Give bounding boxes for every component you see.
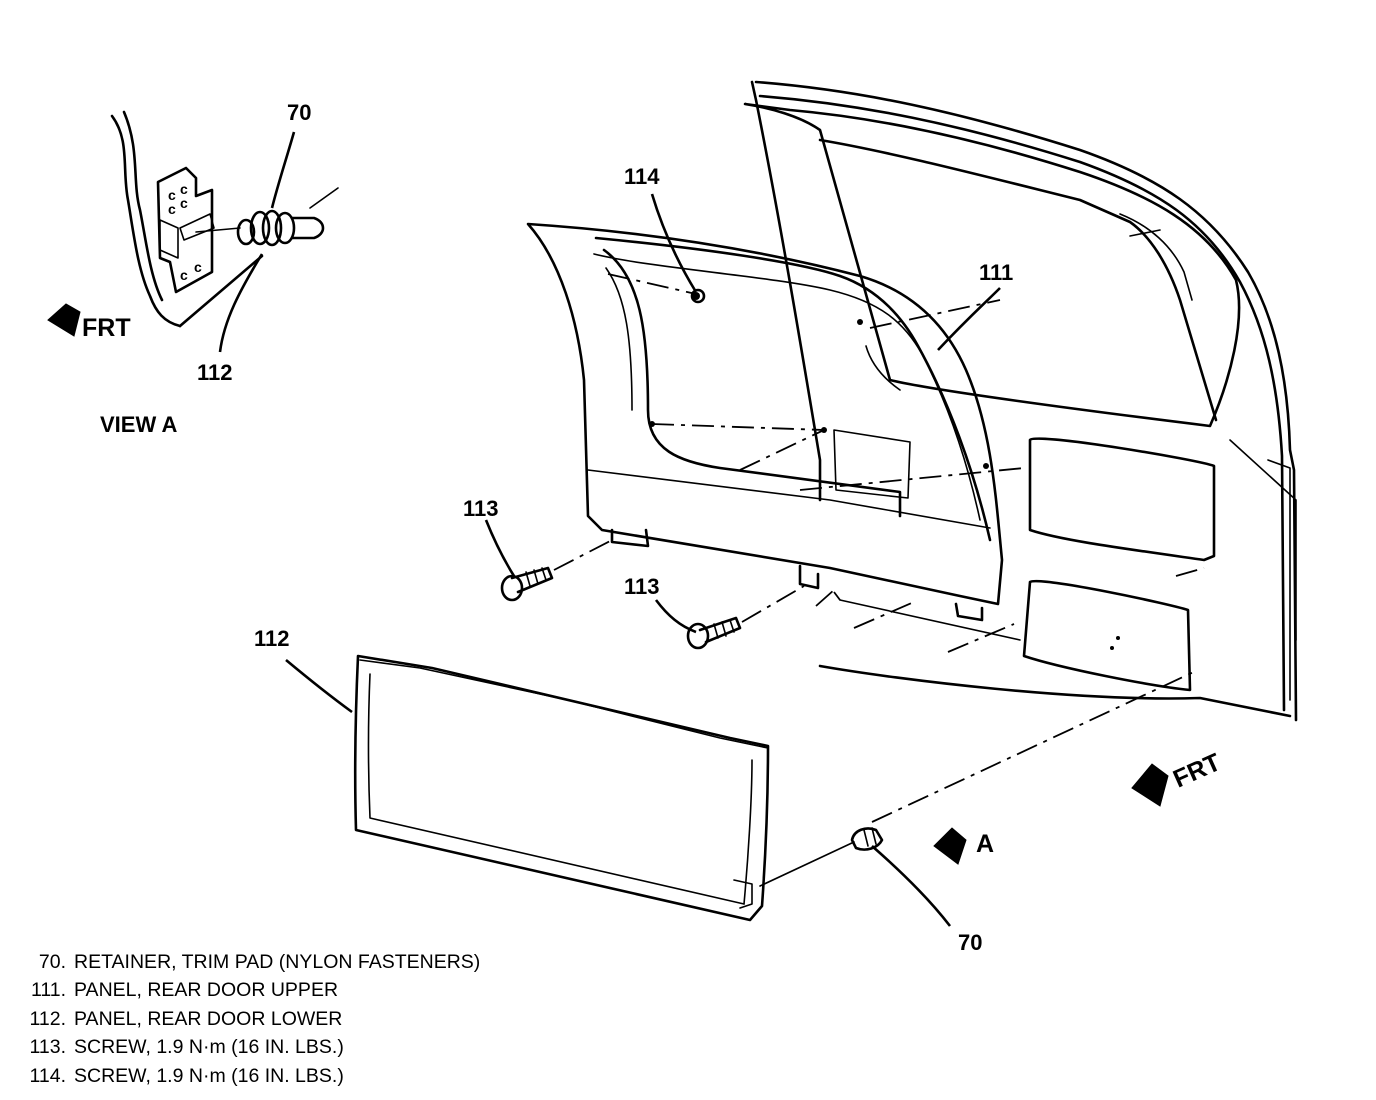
view-a-label: VIEW A xyxy=(100,412,178,437)
arrow-icon xyxy=(933,827,967,865)
leader-113-center xyxy=(654,599,697,634)
arrow-icon xyxy=(47,303,81,337)
callout-70-detail: 70 xyxy=(287,100,311,125)
legend-number: 111. xyxy=(30,979,66,1002)
legend-item: 113. SCREW, 1.9 N·m (16 IN. LBS.) xyxy=(14,1033,480,1061)
view-a-arrow: A xyxy=(933,827,994,865)
rear-door-inner-frame xyxy=(743,80,1298,722)
front-arrow-main: FRT xyxy=(1131,748,1225,807)
legend-text: SCREW, 1.9 N·m (16 IN. LBS.) xyxy=(74,1064,344,1087)
arrow-icon xyxy=(1131,763,1169,807)
screw-113-left xyxy=(500,566,554,602)
svg-text:c: c xyxy=(194,259,202,275)
svg-text:c: c xyxy=(180,267,188,283)
legend-number: 112. xyxy=(29,1007,66,1030)
svg-text:c: c xyxy=(180,181,188,197)
fastener-hole xyxy=(1110,646,1114,650)
nylon-fastener-detail xyxy=(195,187,339,247)
legend-text: RETAINER, TRIM PAD (NYLON FASTENERS) xyxy=(74,951,481,973)
callout-113-center: 113 xyxy=(624,574,660,599)
legend-text: PANEL, REAR DOOR UPPER xyxy=(74,979,339,1002)
leader-114 xyxy=(650,193,698,293)
callout-112-detail: 112 xyxy=(197,360,233,385)
svg-text:FRT: FRT xyxy=(1169,748,1225,793)
retaining-clip-bracket: c c c c c c xyxy=(156,166,215,294)
screw-hole xyxy=(857,319,863,325)
callout-70-main: 70 xyxy=(958,930,982,955)
legend-number: 113. xyxy=(29,1036,66,1059)
leader-112-detail xyxy=(218,253,264,353)
rear-door-lower-panel xyxy=(353,654,770,922)
callout-113-left: 113 xyxy=(463,496,499,521)
svg-text:c: c xyxy=(168,201,176,217)
alignment-lines xyxy=(553,273,1205,823)
view-a-marker: A xyxy=(976,830,994,858)
legend-item: 112. PANEL, REAR DOOR LOWER xyxy=(14,1005,480,1033)
rear-door-upper-panel xyxy=(526,222,1004,622)
legend-number: 114. xyxy=(29,1064,66,1087)
leader-113-left xyxy=(484,519,516,577)
callout-114: 114 xyxy=(624,164,660,189)
svg-text:c: c xyxy=(180,195,188,211)
callout-112-main: 112 xyxy=(254,626,290,651)
retainer-70-main xyxy=(759,827,884,887)
legend-item: 70. RETAINER, TRIM PAD (NYLON FASTENERS) xyxy=(14,948,480,976)
callout-111: 111 xyxy=(979,260,1013,285)
svg-text:FRT: FRT xyxy=(82,314,131,342)
legend-item: 114. SCREW, 1.9 N·m (16 IN. LBS.) xyxy=(14,1062,480,1090)
screw-114-upper xyxy=(690,288,706,304)
parts-legend: 70.RETAINER, TRIM PAD (NYLON FASTENERS) … xyxy=(14,948,480,1090)
legend-text: SCREW, 1.9 N·m (16 IN. LBS.) xyxy=(74,1036,344,1059)
legend-number: 70. xyxy=(38,951,66,973)
screw-hole xyxy=(983,463,989,469)
view-a-detail: c c c c c c 70 112 FRT VIEW A xyxy=(47,100,339,437)
leader-111 xyxy=(937,287,1001,351)
svg-text:c: c xyxy=(168,187,176,203)
legend-text: PANEL, REAR DOOR LOWER xyxy=(74,1007,343,1030)
leader-70-detail xyxy=(270,131,296,209)
leader-70-main xyxy=(871,845,952,927)
leader-112-main xyxy=(285,659,353,714)
legend-item: 111. PANEL, REAR DOOR UPPER xyxy=(14,976,480,1004)
front-arrow-detail: FRT xyxy=(47,303,131,342)
screw-113-center xyxy=(686,616,742,650)
fastener-hole xyxy=(1116,636,1120,640)
